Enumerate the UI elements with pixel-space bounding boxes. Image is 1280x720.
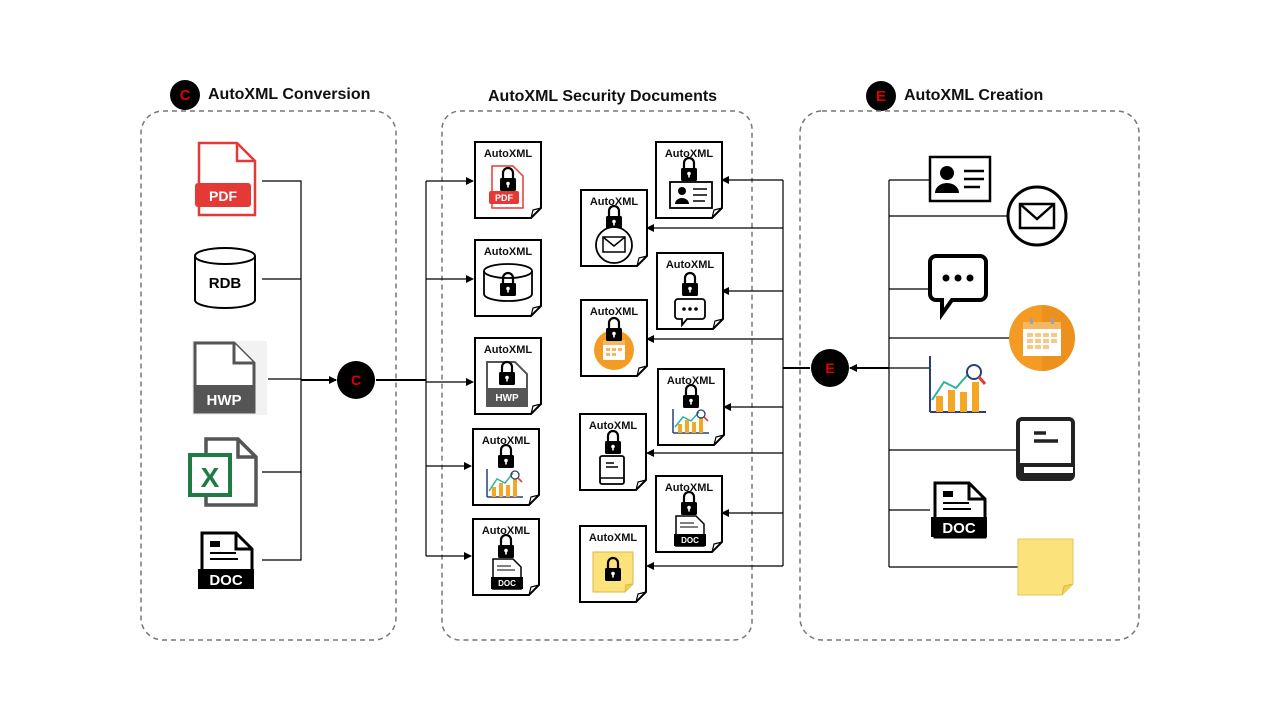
creation-connectors	[646, 176, 1018, 570]
hwp-file-icon: HWP	[192, 341, 267, 415]
svg-text:C: C	[351, 372, 361, 388]
creation-title: E AutoXML Creation	[866, 81, 1043, 111]
secure-doc-doc: AutoXML DOC	[472, 518, 540, 596]
secure-chat-doc: AutoXML	[656, 252, 724, 330]
creation-badge: E	[866, 81, 896, 111]
svg-text:PDF: PDF	[209, 188, 237, 204]
database-icon: RDB	[194, 247, 256, 309]
security-title-text: AutoXML Security Documents	[488, 88, 718, 105]
pdf-icon: PDF	[195, 141, 257, 217]
sticky-note-icon	[1017, 538, 1074, 596]
svg-text:RDB: RDB	[209, 275, 242, 292]
secure-book-doc: AutoXML	[579, 413, 647, 491]
svg-text:DOC: DOC	[209, 572, 243, 589]
security-panel	[441, 110, 753, 641]
security-title: AutoXML Security Documents	[488, 88, 717, 106]
creation-panel	[799, 110, 1140, 641]
svg-text:DOC: DOC	[681, 536, 699, 545]
secure-email-doc: AutoXML	[580, 189, 648, 267]
svg-text:AutoXML: AutoXML	[665, 482, 714, 494]
doc-file-icon: DOC	[198, 531, 254, 589]
secure-sticky-doc: AutoXML	[579, 525, 647, 603]
secure-doc2-doc: AutoXML DOC	[655, 475, 723, 553]
svg-text:E: E	[825, 360, 834, 376]
conversion-badge: C	[170, 80, 200, 110]
conversion-connectors	[262, 177, 474, 561]
svg-text:X: X	[201, 462, 220, 493]
creation-hub: E	[811, 349, 849, 387]
secure-pdf-doc: AutoXML PDF	[474, 141, 542, 219]
secure-rdb-doc: AutoXML	[474, 239, 542, 317]
svg-text:AutoXML: AutoXML	[484, 344, 533, 356]
growth-chart-icon	[929, 356, 987, 413]
secure-calendar-doc: AutoXML	[580, 299, 648, 377]
svg-text:AutoXML: AutoXML	[666, 259, 715, 271]
book-icon	[1016, 417, 1075, 481]
svg-text:AutoXML: AutoXML	[482, 435, 531, 447]
svg-text:AutoXML: AutoXML	[590, 196, 639, 208]
conversion-hub: C	[337, 361, 375, 399]
svg-text:AutoXML: AutoXML	[589, 420, 638, 432]
envelope-icon	[1006, 185, 1068, 247]
creation-title-text: AutoXML Creation	[904, 87, 1044, 104]
calendar-icon	[1009, 305, 1075, 371]
svg-text:HWP: HWP	[495, 393, 519, 404]
conversion-title-text: AutoXML Conversion	[208, 86, 371, 103]
svg-text:DOC: DOC	[942, 520, 976, 537]
chat-bubble-icon	[928, 254, 988, 321]
excel-icon: X	[188, 437, 258, 507]
svg-text:AutoXML: AutoXML	[482, 525, 531, 537]
svg-text:AutoXML: AutoXML	[667, 375, 716, 387]
svg-text:AutoXML: AutoXML	[484, 148, 533, 160]
secure-hwp-doc: AutoXML HWP	[474, 337, 542, 415]
secure-chart-doc: AutoXML	[472, 428, 540, 506]
svg-text:PDF: PDF	[495, 193, 514, 203]
doc-file-icon-creation: DOC	[931, 481, 987, 539]
id-card-icon	[928, 155, 992, 203]
svg-text:DOC: DOC	[498, 579, 516, 588]
svg-text:AutoXML: AutoXML	[589, 532, 638, 544]
svg-text:AutoXML: AutoXML	[665, 148, 714, 160]
conversion-panel	[140, 110, 397, 641]
secure-growth-doc: AutoXML	[657, 368, 725, 446]
svg-text:AutoXML: AutoXML	[590, 306, 639, 318]
svg-text:HWP: HWP	[207, 392, 242, 409]
secure-idcard-doc: AutoXML	[655, 141, 723, 219]
svg-text:AutoXML: AutoXML	[484, 246, 533, 258]
conversion-title: C AutoXML Conversion	[170, 80, 370, 110]
